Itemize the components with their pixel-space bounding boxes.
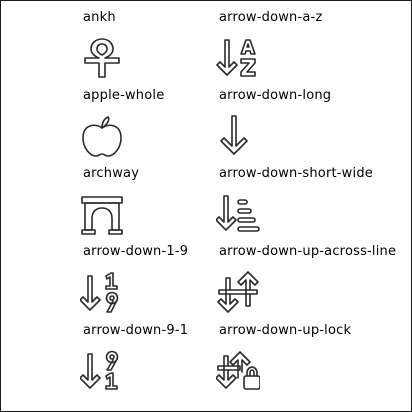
icon-label: ankh xyxy=(83,10,116,25)
arrow-down-short-wide-icon xyxy=(216,192,260,236)
arrow-down-1-9-icon xyxy=(80,270,124,314)
icon-label: arrow-down-long xyxy=(219,88,332,103)
archway-icon xyxy=(80,192,124,236)
icon-label: arrow-down-up-across-line xyxy=(219,244,397,259)
arrow-down-long-icon xyxy=(216,114,260,158)
icon-label: arrow-down-short-wide xyxy=(219,166,373,181)
icon-label: apple-whole xyxy=(83,88,165,103)
ankh-icon xyxy=(80,35,124,79)
icon-label: arrow-down-up-lock xyxy=(219,323,352,338)
icon-label: arrow-down-a-z xyxy=(219,10,323,25)
arrow-down-a-z-icon xyxy=(216,35,260,79)
icon-label: arrow-down-1-9 xyxy=(83,244,189,259)
apple-whole-icon xyxy=(80,114,124,158)
arrow-down-up-lock-icon xyxy=(216,348,260,392)
arrow-down-up-across-line-icon xyxy=(216,270,260,314)
icon-label: archway xyxy=(83,166,140,181)
icon-label: arrow-down-9-1 xyxy=(83,323,189,338)
arrow-down-9-1-icon xyxy=(80,348,124,392)
